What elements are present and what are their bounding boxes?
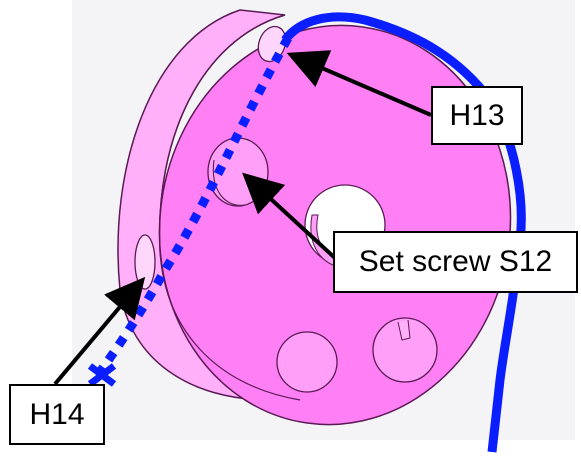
label-h13: H13 — [431, 86, 523, 145]
hole-lower-left — [276, 331, 338, 393]
label-h14: H14 — [9, 384, 105, 445]
hole-h14 — [134, 234, 156, 290]
hole-lower-right — [372, 317, 438, 383]
arrow-h13 — [286, 50, 432, 117]
label-set-screw-s12: Set screw S12 — [333, 231, 578, 293]
arrow-h14 — [53, 276, 146, 386]
cable-dotted — [96, 35, 292, 375]
hole-lower-right-slot — [397, 319, 411, 341]
arrow-set-screw — [242, 172, 337, 260]
hole-upper-left-inner — [212, 159, 246, 206]
cable-end-cross — [87, 363, 117, 387]
hub-edge — [159, 14, 301, 401]
hole-h13 — [257, 25, 287, 63]
